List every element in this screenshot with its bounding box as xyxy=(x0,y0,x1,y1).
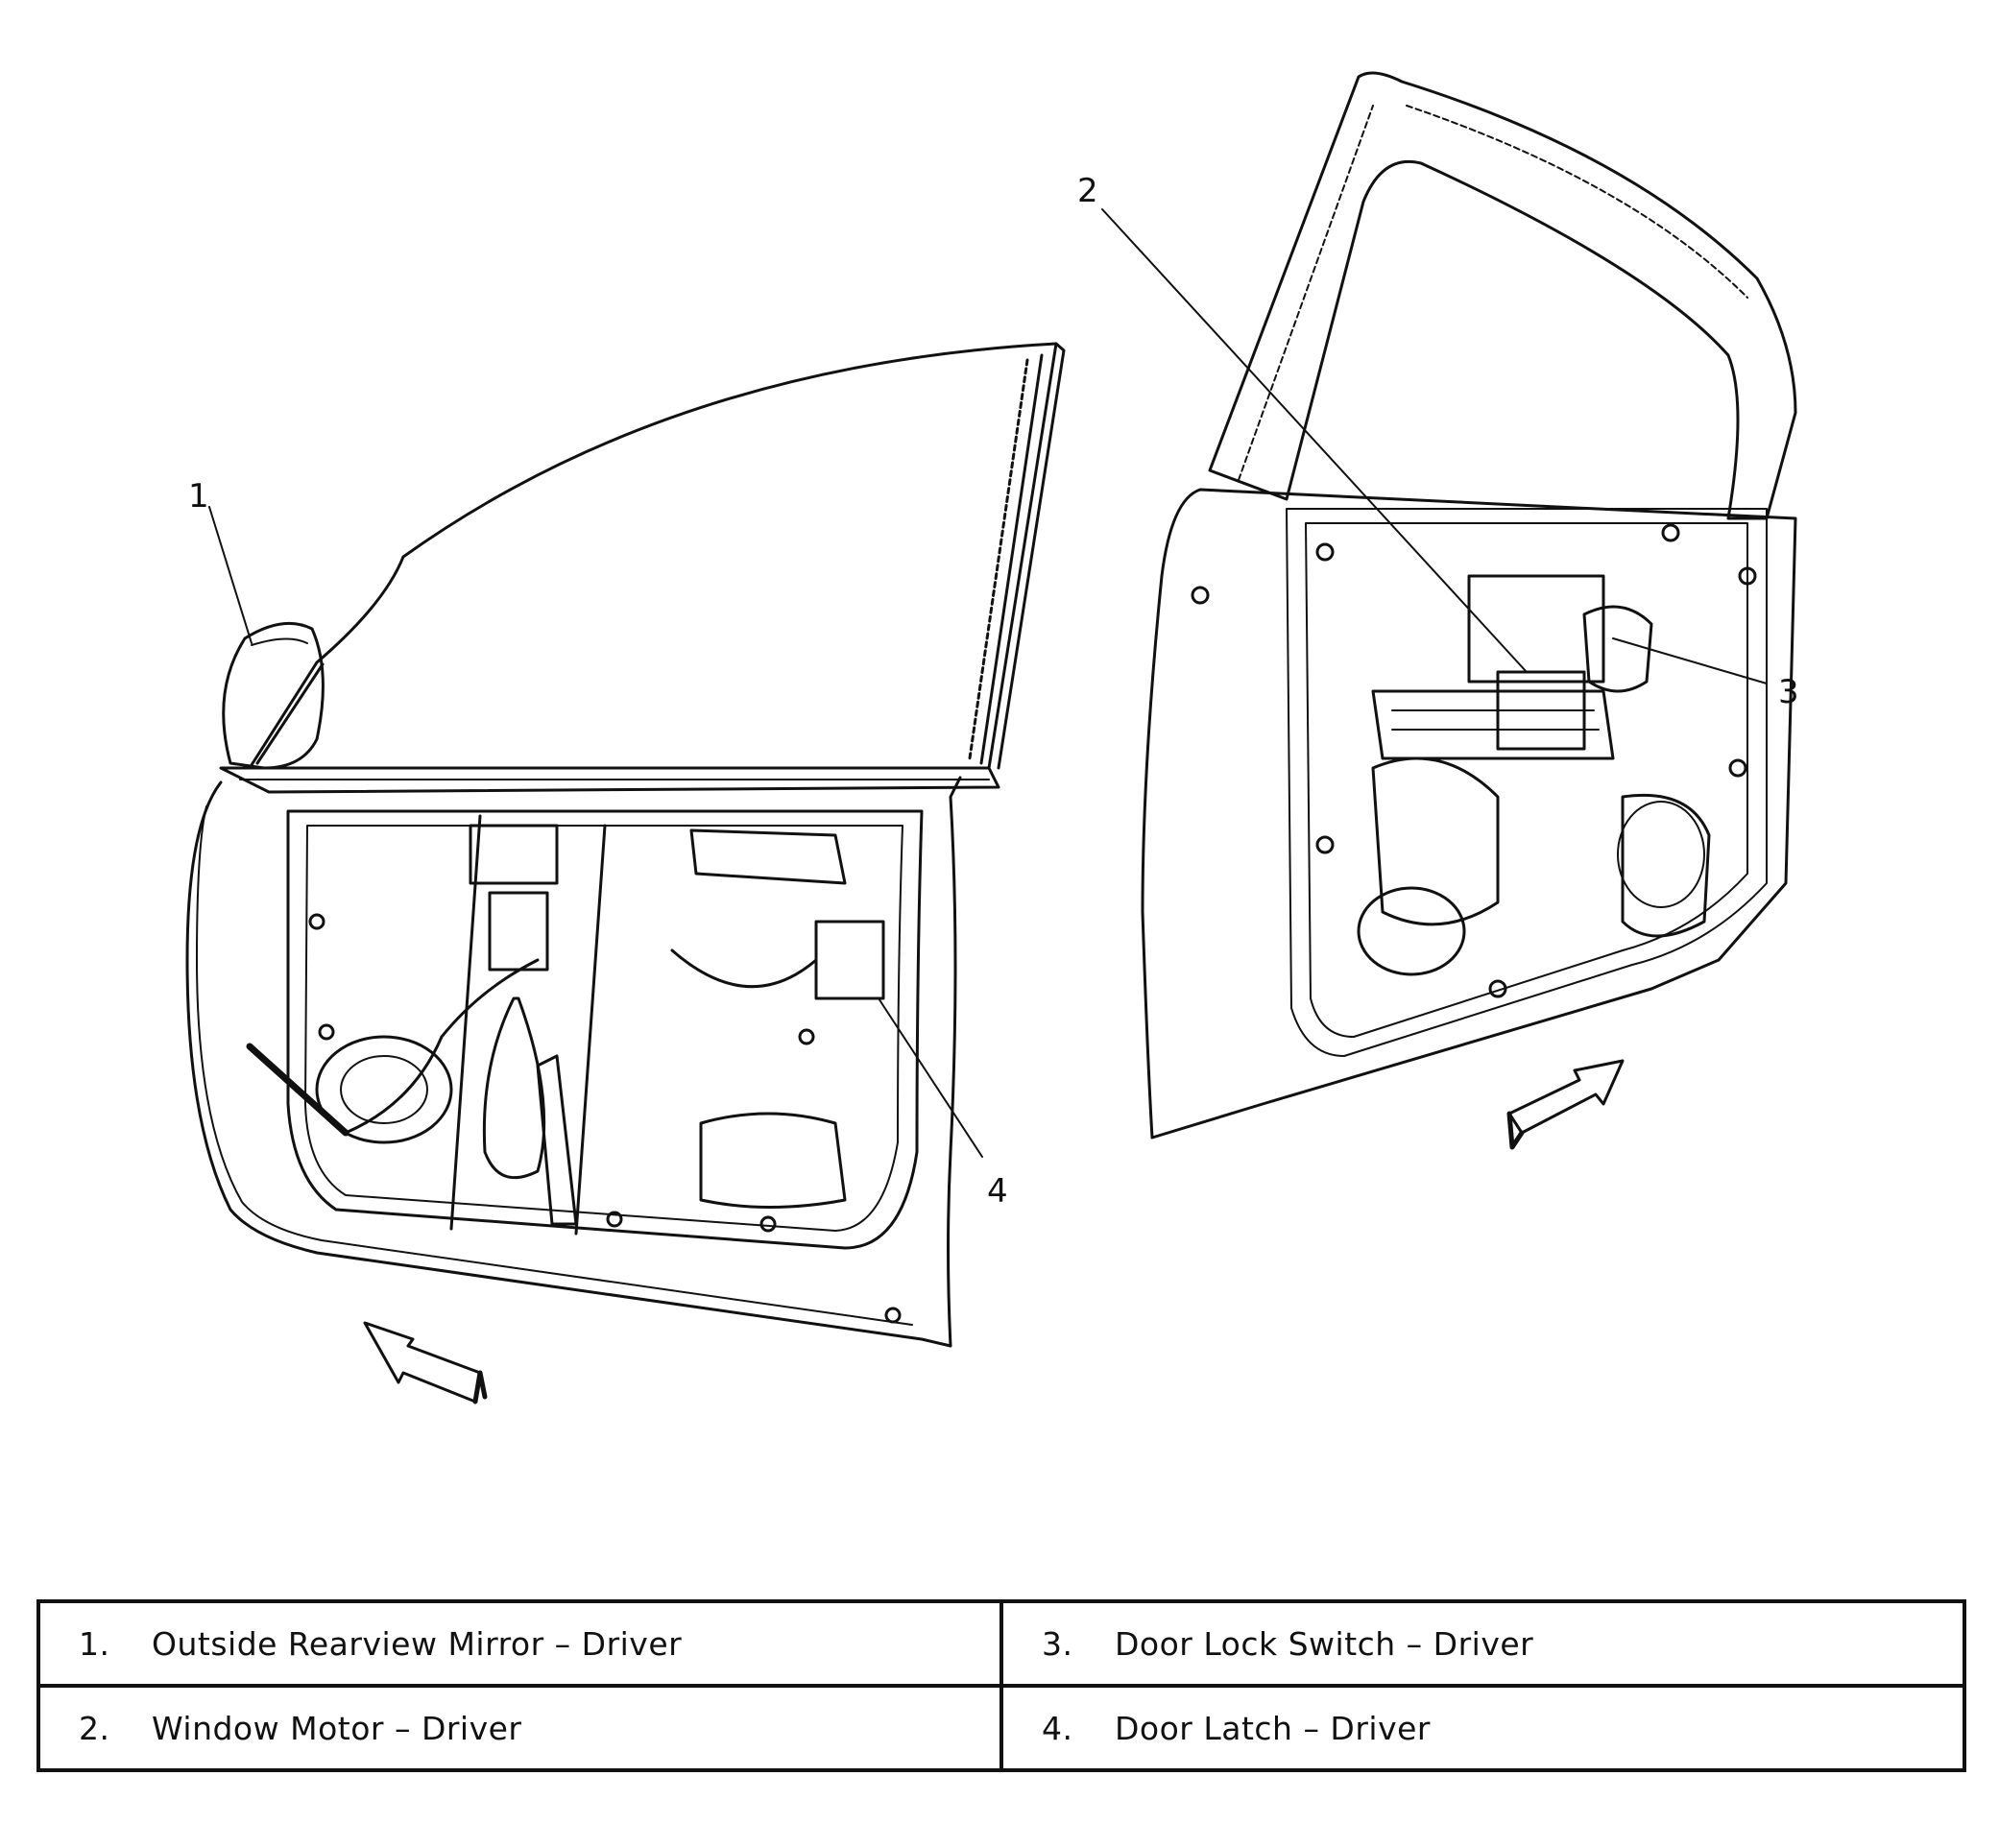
front-door-inner-panel xyxy=(286,809,924,1250)
legend-number: 1. xyxy=(79,1624,110,1663)
legend-number: 2. xyxy=(79,1709,110,1747)
door-components-diagram: 1 2 3 4 xyxy=(185,71,1799,1404)
callout-2: 2 xyxy=(1077,172,1098,210)
leader-line-4 xyxy=(878,997,983,1158)
callout-1: 1 xyxy=(188,477,209,516)
rear-arrow xyxy=(1507,1059,1625,1135)
callout-3: 3 xyxy=(1778,673,1799,711)
legend-text: Door Latch – Driver xyxy=(1115,1709,1431,1747)
leader-line-2 xyxy=(1101,208,1528,673)
legend-cell: 2. Window Motor – Driver xyxy=(36,1684,1003,1772)
legend-text: Window Motor – Driver xyxy=(152,1709,522,1747)
legend-text: Door Lock Switch – Driver xyxy=(1115,1624,1534,1663)
legend-row: 2. Window Motor – Driver 4. Door Latch – D… xyxy=(36,1684,1966,1772)
legend-number: 3. xyxy=(1042,1624,1073,1663)
outside-mirror-shape xyxy=(222,621,325,770)
legend-number: 4. xyxy=(1042,1709,1073,1747)
legend-text: Outside Rearview Mirror – Driver xyxy=(152,1624,683,1663)
legend-cell: 3. Door Lock Switch – Driver xyxy=(1000,1599,1966,1688)
door-window-frame xyxy=(1208,71,1797,520)
leader-line-3 xyxy=(1612,637,1768,684)
callout-4: 4 xyxy=(987,1172,1008,1211)
legend-cell: 4. Door Latch – Driver xyxy=(1000,1684,1966,1772)
legend-row: 1. Outside Rearview Mirror – Driver 3. Doo… xyxy=(36,1599,1966,1688)
front-door-outline xyxy=(185,776,962,1348)
front-door-right-view xyxy=(1141,71,1797,1150)
front-arrow xyxy=(363,1321,482,1404)
legend-cell: 1. Outside Rearview Mirror – Driver xyxy=(36,1599,1003,1688)
legend-table: 1. Outside Rearview Mirror – Driver 3. Doo… xyxy=(36,1599,1966,1772)
door-window-glass xyxy=(248,342,1058,770)
rear-door-outline xyxy=(1141,488,1797,1140)
front-door-left-view xyxy=(185,342,1066,1404)
leader-line-1 xyxy=(208,506,253,644)
